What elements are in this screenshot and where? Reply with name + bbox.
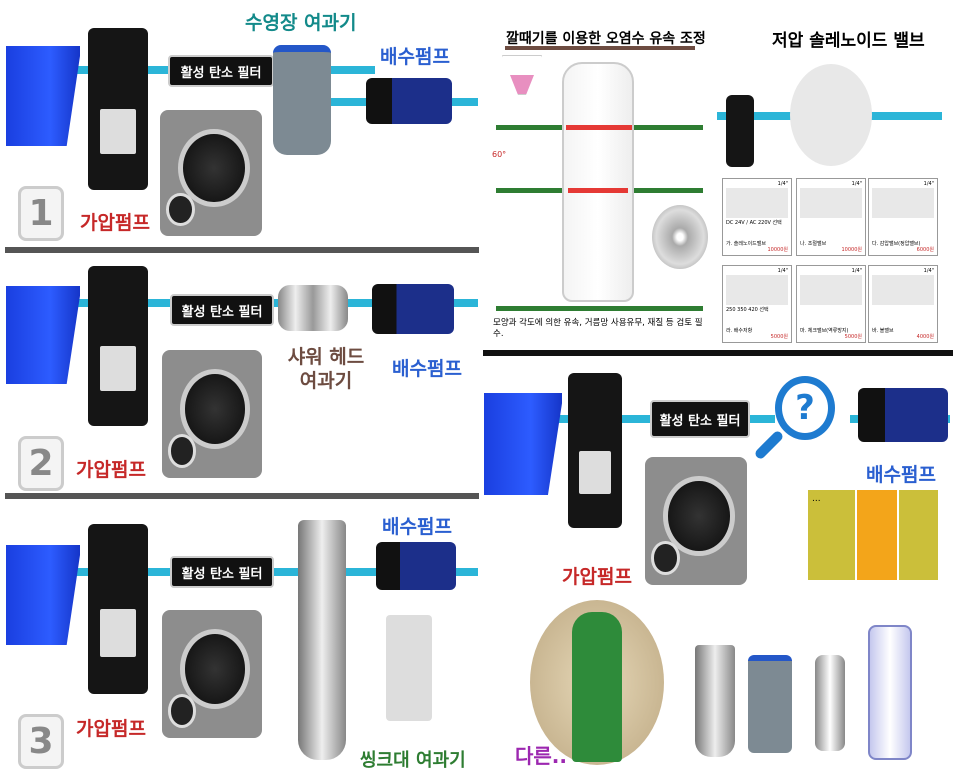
water-tank — [6, 545, 80, 645]
guide-line — [496, 306, 703, 311]
angle-label: 60° — [492, 150, 507, 159]
divider — [5, 493, 479, 499]
pool-filter-image — [273, 45, 331, 155]
pressure-pump-image — [88, 266, 148, 426]
carbon-filter-label: 활성 탄소 필터 — [168, 55, 274, 87]
pressure-pump-image — [568, 373, 622, 528]
valve-price: 5000원 — [844, 334, 862, 340]
valve-image — [800, 188, 862, 218]
thought-bubble: ... — [808, 490, 856, 580]
valve-name: 나. 조절밸브 — [800, 241, 827, 247]
pressure-pump-image — [88, 28, 148, 190]
pressure-pump-label: 가압펌프 — [562, 566, 632, 588]
drain-pump-label: 배수펌프 — [866, 464, 936, 486]
valve-price: 10000원 — [841, 247, 862, 253]
valve-image — [726, 188, 788, 218]
funnel-title: 깔때기를 이용한 오염수 유속 조정 — [506, 31, 706, 47]
filter-housing-image — [562, 62, 634, 302]
drain-pump-image — [372, 284, 454, 334]
valve-size: 1/4" — [923, 181, 934, 187]
valve-name: 가. 솔레노이드밸브 — [726, 241, 766, 247]
pressure-pump-label: 가압펌프 — [80, 212, 150, 234]
small-pump-image — [726, 95, 754, 167]
valve-size: 1/4" — [777, 181, 788, 187]
pool-filter-label: 수영장 여과기 — [245, 12, 357, 34]
valve-name: 라. 배수저항 — [726, 328, 753, 334]
drain-pump-image — [858, 388, 948, 442]
valve-card: 1/4" 마. 체크밸브(역류방지)5000원 — [796, 265, 866, 343]
shower-filter-label: 샤워 헤드 여과기 — [278, 345, 374, 393]
valve-price: 4000원 — [916, 334, 934, 340]
sediment-filter-image — [695, 645, 735, 757]
valve-image — [726, 275, 788, 305]
step-number: 2 — [18, 436, 64, 491]
valve-image — [872, 275, 934, 305]
valve-image — [800, 275, 862, 305]
valve-size: 1/4" — [777, 268, 788, 274]
valve-name: 마. 체크밸브(역류방지) — [800, 328, 849, 334]
valve-price: 5000원 — [770, 334, 788, 340]
valve-price: 6000원 — [916, 247, 934, 253]
comic-image: ... — [808, 490, 938, 580]
carbon-image — [645, 457, 747, 585]
water-tank — [484, 393, 562, 495]
valve-image — [872, 188, 934, 218]
steel-funnel-icon — [652, 205, 708, 269]
shower-label-line2: 여과기 — [299, 370, 353, 392]
valve-card: 1/4" 나. 조절밸브 10000원 — [796, 178, 866, 256]
shower-label-line1: 샤워 헤드 — [287, 346, 365, 368]
question-mark: ? — [795, 388, 815, 428]
step-number: 3 — [18, 714, 64, 769]
sink-filter-image — [386, 615, 432, 721]
valve-name: 다. 감압밸브(정압밸브) — [872, 241, 921, 247]
pool-filter-image — [748, 655, 792, 753]
valve-card: 1/4" 바. 볼밸브 4000원 — [868, 265, 938, 343]
solenoid-title: 저압 솔레노이드 밸브 — [772, 31, 925, 51]
funnel-caption: 모양과 각도에 의한 유속, 거름망 사용유무, 재질 등 검토 필수. — [493, 318, 703, 339]
drain-pump-label: 배수펌프 — [382, 516, 452, 538]
drain-pump-label: 배수펌프 — [380, 46, 450, 68]
valve-note: 250 350 420 선택 — [726, 307, 769, 313]
pressure-pump-image — [88, 524, 148, 694]
detective-body — [572, 612, 622, 762]
red-marker — [568, 188, 628, 193]
drain-pump-label: 배수펌프 — [392, 358, 462, 380]
carbon-image — [160, 110, 262, 236]
valve-size: 1/4" — [851, 268, 862, 274]
drain-pump-image — [366, 78, 452, 124]
drain-pump-image — [376, 542, 456, 590]
valve-size: 1/4" — [923, 268, 934, 274]
solenoid-valve-image — [790, 64, 872, 166]
valve-note: DC 24V / AC 220V 선택 — [726, 220, 782, 226]
sink-filter-label: 씽크대 여과기 — [360, 750, 466, 771]
valve-card: 1/4" 다. 감압밸브(정압밸브)6000원 — [868, 178, 938, 256]
pressure-pump-label: 가압펌프 — [76, 718, 146, 740]
pink-funnel-icon — [502, 55, 542, 95]
shower-filter-image — [278, 285, 348, 331]
sediment-filter-image — [298, 520, 346, 760]
divider — [483, 350, 953, 356]
valve-name: 바. 볼밸브 — [872, 328, 894, 334]
carbon-filter-label: 활성 탄소 필터 — [650, 400, 750, 438]
carbon-filter-label: 활성 탄소 필터 — [170, 294, 274, 326]
carbon-image — [162, 350, 262, 478]
step-number: 1 — [18, 186, 64, 241]
valve-price: 10000원 — [767, 247, 788, 253]
carbon-filter-label: 활성 탄소 필터 — [170, 556, 274, 588]
shower-filter-image — [815, 655, 845, 751]
water-tank — [6, 46, 80, 146]
carbon-image — [162, 610, 262, 738]
pressure-pump-label: 가압펌프 — [76, 459, 146, 481]
valve-size: 1/4" — [851, 181, 862, 187]
divider — [5, 247, 479, 253]
magnifier-question-icon: ? — [775, 376, 835, 440]
title-underline — [505, 46, 695, 50]
red-marker — [566, 125, 632, 130]
water-tank — [6, 286, 80, 384]
housing-filter-image — [868, 625, 912, 760]
other-label: 다른.. — [515, 744, 567, 768]
magnifier-handle — [753, 429, 785, 461]
